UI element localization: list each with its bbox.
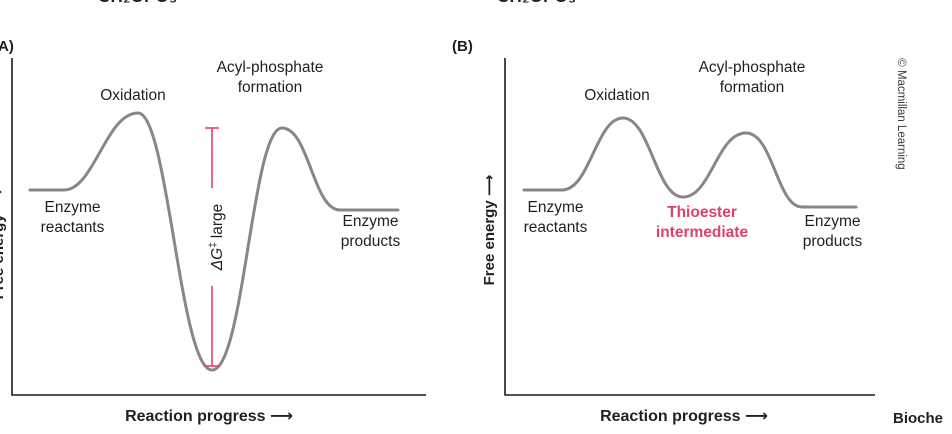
delta-g-word: large <box>209 203 227 239</box>
panel-a-axes <box>11 58 426 396</box>
panel-b-plot <box>504 58 875 396</box>
caption-fragment: Bioche <box>893 410 944 427</box>
label-enzyme-products-b: Enzyme products <box>802 213 863 250</box>
label-enzyme-reactants-b: Enzyme reactants <box>523 199 588 236</box>
delta-g-label: ΔG‡ large <box>201 188 227 286</box>
x-axis-label-b: Reaction progress ⟶ <box>600 408 768 425</box>
panel-b-axes <box>504 58 875 396</box>
delta-g-symbol: ΔG <box>209 247 227 271</box>
y-axis-label-a: Free energy ⟶ <box>0 189 7 300</box>
double-dagger-icon: ‡ <box>208 242 219 248</box>
label-oxidation-b: Oxidation <box>584 87 650 104</box>
label-oxidation-a: Oxidation <box>100 87 166 104</box>
panel-a-energy-curve <box>28 111 400 372</box>
label-enzyme-products-a: Enzyme products <box>340 213 401 250</box>
x-axis-label-a: Reaction progress ⟶ <box>125 408 293 425</box>
y-axis-label-b: Free energy ⟶ <box>481 174 498 286</box>
label-acyl-phosphate-a: Acyl-phosphate formation <box>216 59 324 96</box>
formula-right: CH₂OPO₃²⁻ <box>497 0 591 7</box>
label-thioester-intermediate: Thioester intermediate <box>655 204 749 241</box>
label-acyl-phosphate-b: Acyl-phosphate formation <box>698 59 806 96</box>
panel-b-energy-curve <box>522 116 858 209</box>
panel-a-tag: (A) <box>0 38 14 55</box>
panel-b-tag: (B) <box>452 38 473 55</box>
label-enzyme-reactants-a: Enzyme reactants <box>40 199 105 236</box>
publisher-credit: © Macmillan Learning <box>895 58 907 170</box>
formula-left: CH₂OPO₃²⁻ <box>98 0 192 7</box>
